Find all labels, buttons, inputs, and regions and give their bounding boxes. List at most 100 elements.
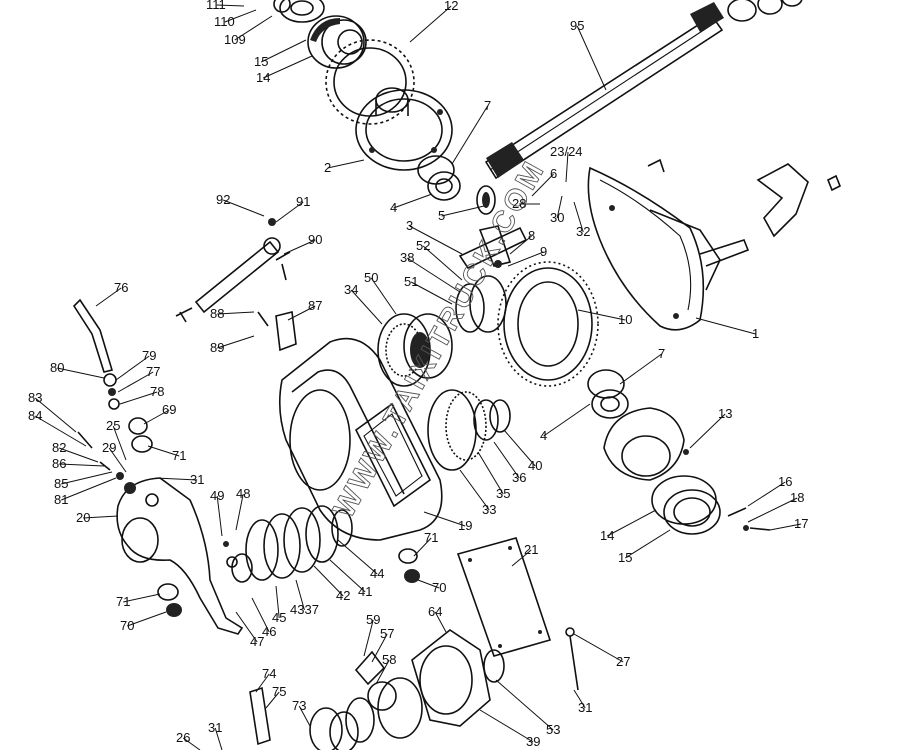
- part-label-81: 81: [54, 492, 68, 507]
- leader-line-16: [747, 481, 786, 507]
- leader-line-46: [251, 597, 270, 633]
- leader-line-10: [577, 309, 626, 321]
- part-label-42: 42: [336, 588, 350, 603]
- part-label-20: 20: [76, 510, 90, 525]
- leader-line-43_37: [295, 579, 305, 611]
- part-label-75: 75: [272, 684, 286, 699]
- part-label-76: 76: [114, 280, 128, 295]
- part-label-77: 77: [146, 364, 160, 379]
- part-70-71-nuts: [157, 583, 182, 617]
- leader-line-44: [337, 539, 378, 575]
- leader-line-59: [363, 619, 374, 657]
- leader-line-88: [217, 311, 255, 315]
- part-label-19: 19: [458, 518, 472, 533]
- leader-line-86: [59, 463, 105, 467]
- part-53-64-lower-assembly: [345, 629, 505, 743]
- part-label-10: 10: [618, 312, 632, 327]
- part-label-78: 78: [150, 384, 164, 399]
- part-label-58: 58: [382, 652, 396, 667]
- part-label-52: 52: [416, 238, 430, 253]
- leader-line-78: [119, 391, 158, 405]
- leader-line-26: [182, 737, 201, 751]
- part-12-gasket: [325, 39, 415, 125]
- part-label-49: 49: [210, 488, 224, 503]
- part-label-40: 40: [528, 458, 542, 473]
- part-label-21: 21: [524, 542, 538, 557]
- leader-line-109: [234, 15, 273, 41]
- part-label-38: 38: [400, 250, 414, 265]
- part-label-39: 39: [526, 734, 540, 749]
- leader-line-45: [275, 585, 280, 619]
- part-label-50: 50: [364, 270, 378, 285]
- leader-line-70b: [127, 611, 167, 627]
- part-13-diff-case: [603, 407, 689, 481]
- leader-line-34: [350, 289, 383, 325]
- part-label-31a: 31: [190, 472, 204, 487]
- leader-line-23_24: [565, 151, 569, 183]
- leader-line-12: [409, 5, 452, 43]
- part-label-73: 73: [292, 698, 306, 713]
- part-label-9: 9: [540, 244, 547, 259]
- leader-line-18: [747, 497, 798, 523]
- leader-line-3: [409, 225, 463, 255]
- leader-line-71a: [147, 445, 180, 457]
- part-label-35: 35: [496, 486, 510, 501]
- leader-line-80: [57, 367, 105, 379]
- leader-line-9: [507, 251, 544, 267]
- leader-line-31b: [573, 689, 586, 709]
- leader-line-52: [422, 245, 463, 281]
- part-label-80: 80: [50, 360, 64, 375]
- leader-line-30: [556, 195, 563, 219]
- leader-line-33: [459, 469, 490, 511]
- part-69-71-washers: [128, 417, 153, 453]
- leader-line-6: [531, 173, 554, 197]
- part-fork-right: [756, 163, 842, 238]
- leader-line-1: [695, 317, 756, 335]
- leader-line-4a: [393, 193, 433, 209]
- leader-line-42: [313, 565, 344, 597]
- part-label-46: 46: [262, 624, 276, 639]
- part-19-main-case: [278, 337, 443, 541]
- leader-line-77: [117, 371, 154, 393]
- part-14-15-bearing-top: [307, 15, 367, 69]
- part-label-51: 51: [404, 274, 418, 289]
- part-14-15-bearing-lower: [651, 475, 721, 535]
- leader-line-95: [576, 25, 607, 91]
- leader-line-85: [61, 471, 113, 485]
- part-label-70b: 70: [120, 618, 134, 633]
- leader-line-31c: [214, 727, 223, 751]
- part-label-6: 6: [550, 166, 557, 181]
- part-4-7-bearing-lower: [587, 369, 629, 419]
- part-label-43_37: 4337: [290, 602, 319, 617]
- part-label-64: 64: [428, 604, 442, 619]
- part-label-34: 34: [344, 282, 358, 297]
- part-label-84: 84: [28, 408, 42, 423]
- part-label-33: 33: [482, 502, 496, 517]
- leader-line-14a: [262, 55, 313, 79]
- part-37-45-synchro: [223, 505, 353, 583]
- part-label-1: 1: [752, 326, 759, 341]
- leader-line-58: [375, 659, 390, 685]
- part-label-44: 44: [370, 566, 384, 581]
- leader-line-71c: [123, 593, 161, 603]
- part-label-47: 47: [250, 634, 264, 649]
- part-label-31c: 31: [208, 720, 222, 735]
- part-10-ring-gear: [497, 261, 599, 387]
- leader-line-13: [689, 413, 726, 449]
- leader-line-35: [477, 451, 504, 495]
- part-2-cover: [355, 87, 453, 171]
- leader-line-2: [327, 159, 365, 169]
- leader-line-39: [479, 709, 534, 743]
- part-label-57: 57: [380, 626, 394, 641]
- part-label-16: 16: [778, 474, 792, 489]
- part-label-27: 27: [616, 654, 630, 669]
- part-label-25: 25: [106, 418, 120, 433]
- part-109-111-washers: [273, 0, 325, 23]
- part-label-36: 36: [512, 470, 526, 485]
- leader-line-32: [573, 201, 584, 233]
- leader-line-57: [371, 633, 388, 663]
- leader-line-47: [235, 611, 258, 643]
- part-label-28: 28: [512, 196, 526, 211]
- part-70-71-nuts-mid: [398, 548, 420, 583]
